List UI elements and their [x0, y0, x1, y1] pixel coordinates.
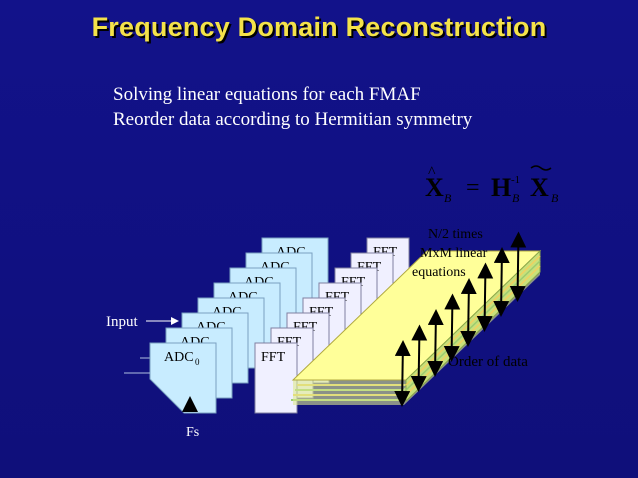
tilde-accent: [530, 165, 552, 171]
hat-accent: ^: [428, 164, 436, 181]
equation-matrix: H: [491, 173, 511, 202]
input-label: Input: [106, 314, 138, 330]
order-arrow: [443, 293, 461, 362]
equation-lhs: X: [425, 173, 444, 202]
fft-label: FFT: [261, 350, 286, 365]
slide-title: Frequency Domain Reconstruction: [91, 12, 547, 42]
equation-rhs: X: [530, 173, 549, 202]
order-arrow: [509, 231, 527, 302]
reconstruction-equation: X B ^ = H -1 B X B: [425, 164, 559, 205]
equation-rhs-sub: B: [551, 191, 559, 205]
order-arrow: [410, 324, 428, 392]
order-arrow: [460, 278, 477, 347]
adc-subscript: 0: [195, 357, 200, 367]
equation-matrix-sup: -1: [511, 174, 520, 186]
order-of-data-label: Order of data: [448, 354, 528, 370]
block-text-1: N/2 times: [428, 227, 483, 242]
order-arrow: [427, 309, 444, 377]
bullet-2: Reorder data according to Hermitian symm…: [113, 109, 473, 130]
adc-label: ADC: [164, 350, 194, 365]
order-arrow: [394, 340, 411, 407]
block-text-3: equations: [412, 265, 466, 280]
equation-lhs-sub: B: [444, 191, 452, 205]
data-order-arrows: [394, 231, 527, 407]
fft-card: FFT: [254, 342, 298, 414]
order-arrow: [493, 247, 510, 317]
equation-matrix-sub: B: [512, 191, 520, 205]
equation-equals: =: [466, 175, 480, 201]
bullet-1: Solving linear equations for each FMAF: [113, 84, 421, 105]
block-text-2: MxM linear: [420, 246, 488, 261]
fs-label: Fs: [186, 425, 199, 440]
order-arrow: [476, 262, 494, 332]
